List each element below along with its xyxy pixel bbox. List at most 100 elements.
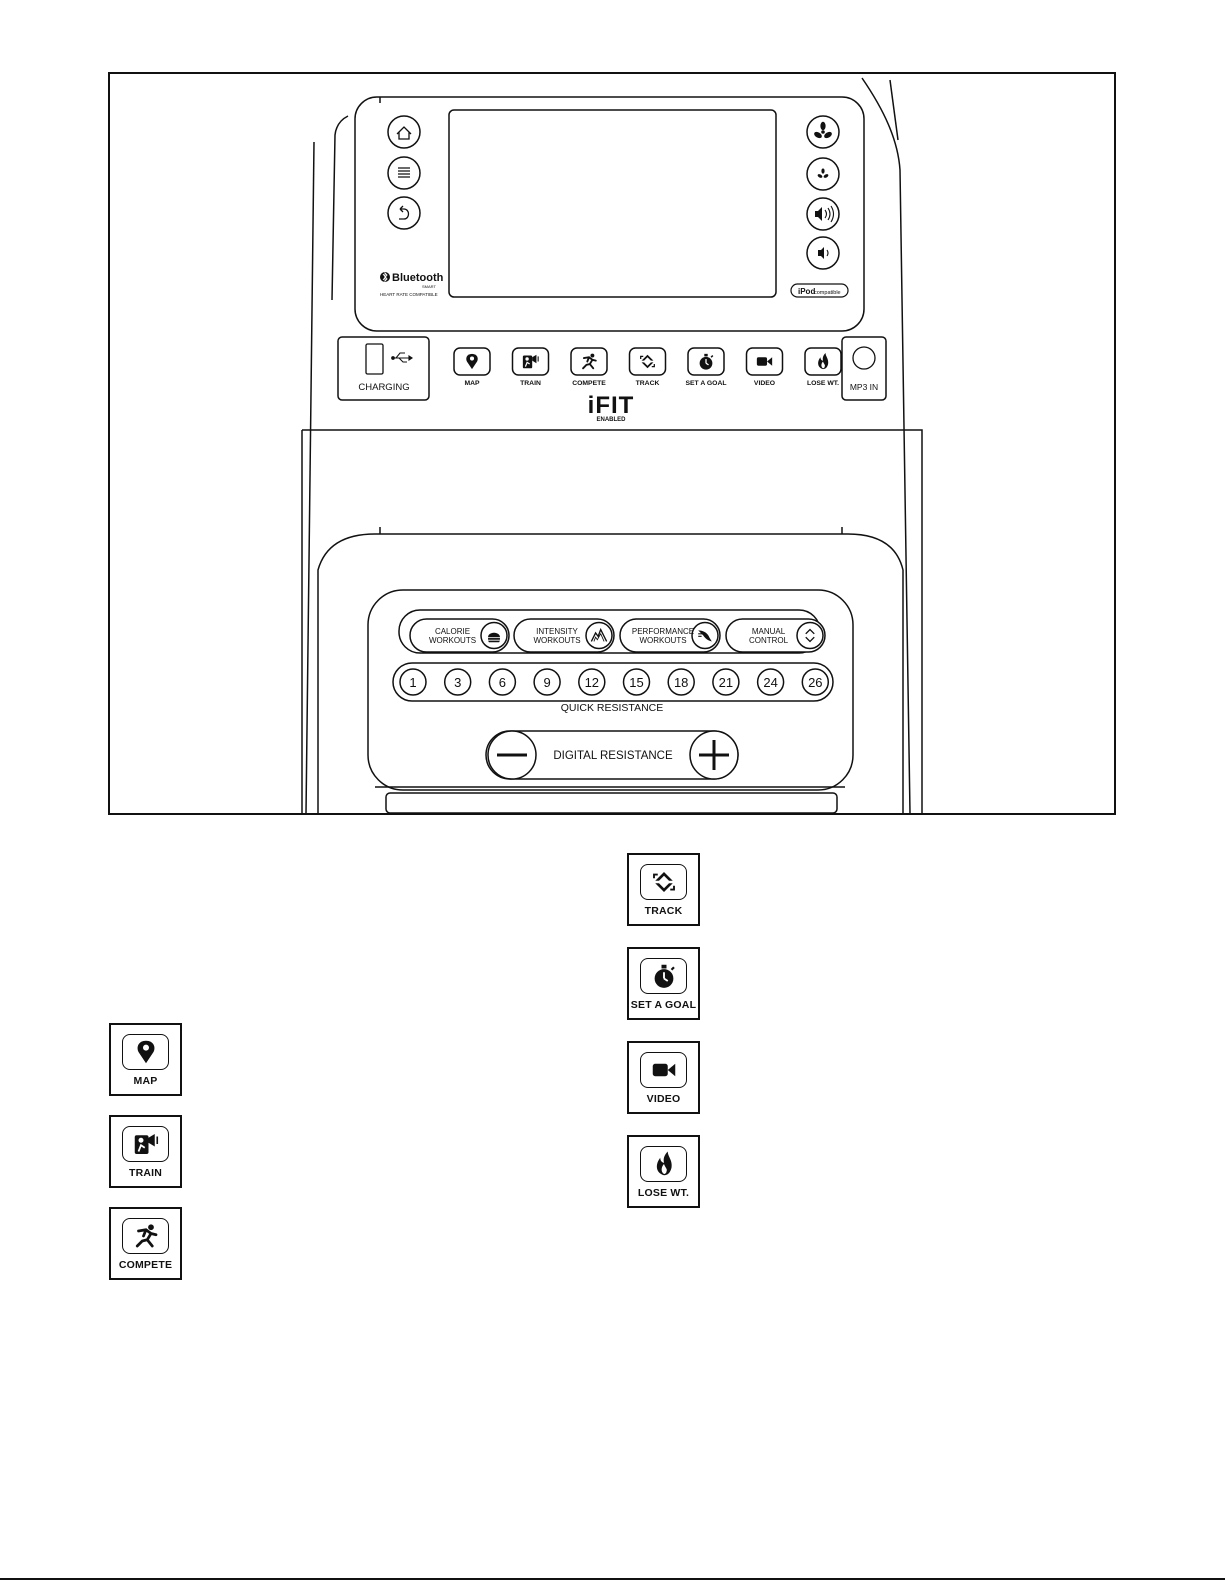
volume-up-icon	[815, 205, 835, 223]
legend-button-face	[640, 864, 687, 900]
legend-label: VIDEO	[646, 1093, 681, 1105]
diagram-frame	[108, 72, 1116, 815]
quick-resistance-button[interactable]: 15	[622, 668, 651, 696]
quick-resistance-value: 6	[499, 675, 506, 690]
workout-line2: WORKOUTS	[639, 636, 686, 645]
workout-line2: WORKOUTS	[429, 636, 476, 645]
bluetooth-logo: Bluetooth SMART HEART RATE COMPATIBLE	[380, 271, 444, 297]
legend-label: SET A GOAL	[630, 999, 697, 1011]
ifit-button-set-a-goal[interactable]: SET A GOAL	[685, 347, 727, 387]
runner-icon	[582, 353, 597, 370]
ifit-button-label: VIDEO	[754, 380, 775, 387]
ifit-sub: ENABLED	[596, 417, 626, 423]
legend-label: TRAIN	[128, 1167, 163, 1179]
ipod-sub: compatible	[814, 290, 841, 296]
ifit-button-train[interactable]: TRAIN	[511, 347, 550, 387]
legend-button-face	[122, 1034, 169, 1070]
ifit-button-label: TRAIN	[520, 380, 541, 387]
ifit-button-compete[interactable]: COMPETE	[570, 347, 608, 387]
ifit-button-map[interactable]: MAP	[453, 347, 491, 387]
fan-low-icon	[817, 168, 829, 178]
ifit-logo-text: iFIT	[588, 392, 635, 419]
mp3-label: MP3 IN	[850, 382, 878, 392]
video-camera-icon	[652, 1063, 675, 1077]
stopwatch-icon	[654, 964, 675, 988]
ifit-button-track[interactable]: TRACK	[628, 347, 667, 387]
fan-low-button[interactable]	[806, 157, 840, 191]
legend-label: MAP	[133, 1075, 158, 1087]
digital-resistance-label: DIGITAL RESISTANCE	[553, 750, 673, 762]
mp3-input: MP3 IN	[841, 336, 887, 401]
page-bottom-rule	[0, 1578, 1225, 1580]
workout-line2: CONTROL	[749, 636, 789, 645]
digital-resistance-control: DIGITAL RESISTANCE	[485, 730, 739, 780]
legend-track: TRACK	[627, 853, 700, 926]
resistance-increase-button[interactable]	[689, 730, 739, 780]
legend-label: LOSE WT.	[637, 1187, 690, 1199]
right-control-buttons	[806, 115, 840, 270]
home-icon	[396, 126, 412, 140]
legend-label: COMPETE	[118, 1259, 173, 1271]
ifit-button-video[interactable]: VIDEO	[745, 347, 784, 387]
quick-resistance-value: 21	[719, 675, 733, 690]
volume-down-button[interactable]	[806, 236, 840, 270]
legend-set-a-goal: SET A GOAL	[627, 947, 700, 1020]
plus-icon	[699, 740, 729, 770]
bluetooth-sub: SMART	[422, 284, 436, 289]
legend-button-face	[640, 1052, 687, 1088]
console-body	[301, 77, 923, 814]
quick-resistance-button[interactable]: 9	[533, 668, 561, 696]
ifit-button-row: MAP TRAIN COMPETE TRACK SET A GOAL VIDEO LOSE …	[453, 347, 842, 387]
quick-resistance-button[interactable]: 18	[667, 668, 695, 696]
mp3-jack[interactable]	[852, 346, 876, 370]
up-down-icon	[805, 628, 815, 643]
fan-high-button[interactable]	[806, 115, 840, 149]
mountain-icon	[590, 627, 608, 642]
workout-line1: PERFORMANCE	[632, 627, 694, 636]
menu-icon	[398, 167, 410, 178]
workout-line1: MANUAL	[752, 627, 786, 636]
workout-line1: INTENSITY	[536, 627, 578, 636]
map-pin-icon	[466, 353, 478, 370]
charging-port: CHARGING	[337, 336, 430, 401]
legend-map: MAP	[109, 1023, 182, 1096]
workout-button-row: CALORIEWORKOUTSINTENSITYWORKOUTSPERFORMA…	[409, 618, 826, 653]
bluetooth-label: Bluetooth	[392, 272, 444, 284]
quick-resistance-button[interactable]: 1	[399, 668, 427, 696]
quick-resistance-button[interactable]: 24	[756, 668, 785, 696]
resistance-decrease-button[interactable]	[487, 730, 537, 780]
quick-resistance-button[interactable]: 21	[712, 668, 740, 696]
legend-train: TRAIN	[109, 1115, 182, 1188]
volume-up-button[interactable]	[806, 197, 840, 231]
workout-line2: WORKOUTS	[533, 636, 580, 645]
ifit-button-label: COMPETE	[572, 380, 606, 387]
quick-resistance-button[interactable]: 26	[801, 668, 830, 696]
quick-resistance-button[interactable]: 3	[443, 668, 472, 696]
quick-resistance-value: 9	[543, 675, 550, 690]
legend-button-face	[640, 1146, 687, 1182]
back-button[interactable]	[387, 196, 421, 230]
legend-button-face	[122, 1218, 169, 1254]
trainer-icon	[522, 354, 539, 369]
quick-resistance-value: 12	[585, 675, 599, 690]
usb-slot	[365, 343, 384, 375]
ipod-badge: iPod compatible	[790, 283, 849, 298]
quick-resistance-value: 15	[629, 675, 643, 690]
ifit-button-label: MAP	[464, 380, 480, 387]
ifit-button-lose-wt[interactable]: LOSE WT.	[804, 347, 842, 387]
menu-button[interactable]	[387, 156, 421, 190]
charging-label: CHARGING	[358, 382, 409, 393]
ifit-logo: iFIT ENABLED	[588, 392, 635, 423]
back-icon	[399, 205, 410, 220]
flame-icon	[818, 353, 829, 370]
track-arrows-icon	[640, 354, 655, 369]
ifit-button-label: SET A GOAL	[685, 380, 726, 387]
quick-resistance-button[interactable]: 6	[488, 668, 517, 696]
quick-resistance-button[interactable]: 12	[578, 668, 606, 696]
home-button[interactable]	[387, 115, 421, 149]
